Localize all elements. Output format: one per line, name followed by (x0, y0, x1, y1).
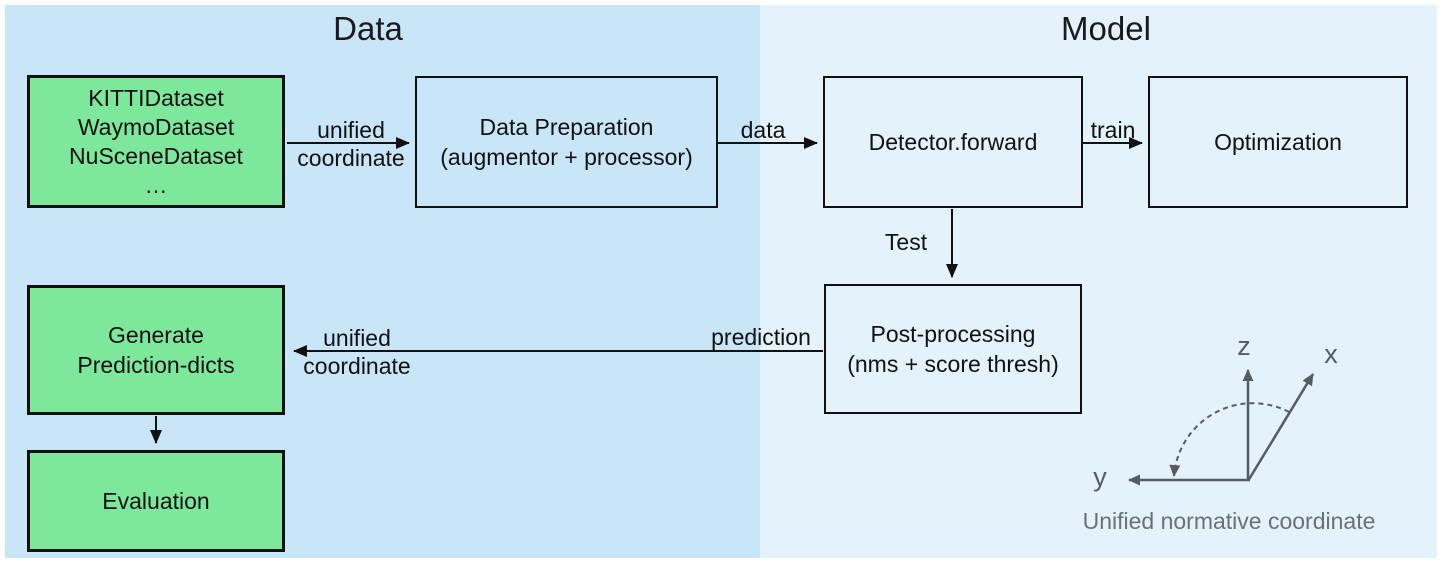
post-processing-line-1: Post-processing (870, 321, 1036, 347)
generate-line-1: Generate (108, 322, 204, 348)
datasets-line-1: KITTIDataset (88, 84, 224, 111)
z-axis-label: z (1237, 331, 1251, 361)
generate-prediction-dicts-box: Generate Prediction-dicts (27, 285, 285, 415)
data-region-title: Data (333, 10, 403, 47)
optimization-label: Optimization (1214, 129, 1342, 155)
train-arrow-label: train (1090, 117, 1136, 143)
unified-coordinate-bottom-label-line1: unified (323, 325, 391, 351)
optimization-box: Optimization (1148, 76, 1408, 208)
data-preparation-line-1: Data Preparation (479, 114, 654, 140)
unified-coordinate-top-label-line2: coordinate (297, 145, 405, 171)
evaluation-label: Evaluation (102, 488, 210, 514)
x-axis-label: x (1324, 339, 1338, 369)
unified-coordinate-top-label-line1: unified (317, 117, 385, 143)
y-axis-label: y (1093, 462, 1107, 492)
generate-line-2: Prediction-dicts (77, 352, 235, 378)
datasets-line-2: WaymoDataset (77, 113, 235, 140)
datasets-line-4: … (144, 171, 168, 198)
post-processing-box: Post-processing (nms + score thresh) (824, 284, 1082, 414)
unified-coordinate-bottom-label-line2: coordinate (303, 353, 411, 379)
datasets-box: KITTIDataset WaymoDataset NuSceneDataset… (27, 75, 285, 208)
coordinate-caption: Unified normative coordinate (1082, 508, 1376, 534)
detector-forward-box: Detector.forward (823, 76, 1083, 208)
data-arrow-label: data (740, 117, 786, 143)
post-processing-line-2: (nms + score thresh) (847, 351, 1059, 377)
prediction-arrow-label: prediction (711, 324, 811, 350)
datasets-line-3: NuSceneDataset (69, 142, 243, 169)
model-region-title: Model (1061, 10, 1151, 47)
detector-forward-label: Detector.forward (868, 129, 1038, 155)
data-preparation-box: Data Preparation (augmentor + processor) (415, 76, 718, 208)
evaluation-box: Evaluation (27, 450, 285, 552)
data-preparation-line-2: (augmentor + processor) (440, 144, 693, 170)
test-arrow-label: Test (884, 229, 928, 255)
